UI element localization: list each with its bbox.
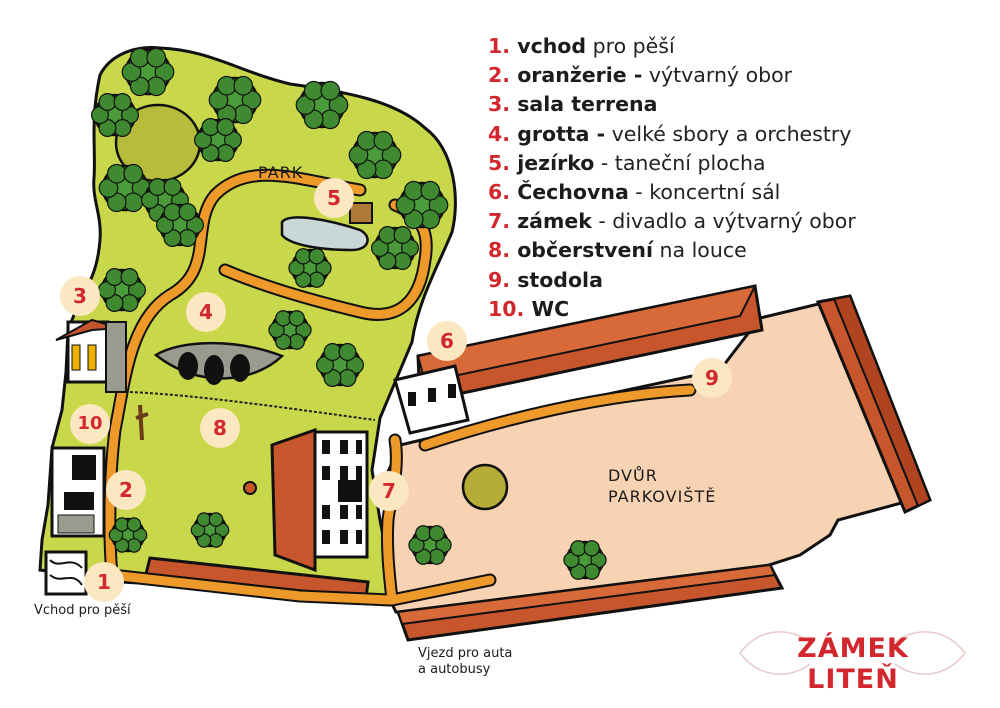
tree-icon — [268, 310, 312, 350]
legend-item: 8. občerstvení na louce — [488, 236, 856, 265]
legend-number: 9. — [488, 267, 518, 292]
castle-building — [243, 427, 369, 573]
entrance-gate — [44, 550, 88, 596]
legend-place: oranžerie - — [517, 63, 643, 88]
marker-4[interactable]: 4 — [186, 292, 226, 332]
park-label: PARK — [258, 163, 304, 182]
legend-item: 4. grotta - velké sbory a orchestry — [488, 120, 856, 149]
map-title: ZÁMEK LITEŇ — [797, 633, 909, 695]
legend-place: stodola — [517, 267, 603, 292]
tree-icon — [371, 226, 420, 270]
legend-item: 1. vchod pro pěší — [488, 32, 856, 61]
courtyard-tree — [461, 463, 509, 511]
legend-place: vchod — [517, 34, 587, 58]
marker-9[interactable]: 9 — [692, 358, 732, 398]
legend-number: 10. — [488, 296, 532, 321]
legend-description: výtvarný obor — [642, 63, 793, 88]
meadow-fence — [129, 391, 376, 421]
legend-item: 6. Čechovna - koncertní sál — [488, 178, 856, 207]
legend-description: - divadlo a výtvarný obor — [591, 209, 856, 234]
legend-number: 4. — [488, 121, 518, 146]
legend-number: 8. — [488, 238, 518, 263]
legend-item: 7. zámek - divadlo a výtvarný obor — [488, 207, 856, 236]
legend-place: Čechovna — [517, 179, 629, 204]
legend-place: občerstvení — [517, 238, 654, 263]
tree-icon — [295, 80, 349, 130]
marker-5[interactable]: 5 — [314, 178, 354, 218]
legend-item: 5. jezírko - taneční plocha — [488, 149, 856, 178]
tree-icon — [288, 248, 332, 288]
trees — [90, 47, 607, 580]
legend-description: - taneční plocha — [594, 150, 766, 175]
legend-number: 2. — [488, 63, 518, 88]
vehicle-entry-label-2: a autobusy — [418, 662, 491, 677]
tree-icon — [395, 180, 449, 230]
marker-1[interactable]: 1 — [84, 562, 124, 602]
marker-10[interactable]: 10 — [70, 404, 110, 444]
tree-icon — [208, 75, 262, 125]
legend-item: 9. stodola — [488, 266, 856, 295]
legend-place: jezírko — [517, 150, 595, 175]
tree-icon — [408, 525, 452, 565]
tree-icon — [108, 517, 148, 553]
marker-7[interactable]: 7 — [369, 471, 409, 511]
marker-6[interactable]: 6 — [427, 321, 467, 361]
legend-item: 3. sala terrena — [488, 90, 856, 119]
orangery-building — [50, 446, 106, 538]
tree-icon — [121, 47, 175, 97]
legend-number: 6. — [488, 179, 518, 204]
legend-item: 2. oranžerie - výtvarný obor — [488, 61, 856, 90]
title-ornament — [739, 631, 966, 675]
tree-icon — [316, 343, 365, 387]
legend-description: velké sbory a orchestry — [605, 121, 852, 146]
tree-icon — [98, 163, 152, 213]
legend-place: sala terrena — [517, 92, 658, 117]
tree-icon — [90, 93, 139, 137]
vehicle-entry-label: Vjezd pro auta — [418, 646, 513, 661]
tree-icon — [348, 130, 402, 180]
legend-description: - koncertní sál — [628, 179, 781, 204]
pedestrian-entrance-label: Vchod pro pěší — [34, 603, 131, 618]
legend-number: 5. — [488, 150, 518, 175]
courtyard-label: DVŮR — [608, 466, 658, 485]
cechovna-building — [393, 364, 470, 435]
legend-item: 10. WC — [488, 295, 856, 324]
tree-icon — [563, 540, 607, 580]
legend-description: pro pěší — [586, 34, 675, 58]
tree-icon — [97, 268, 147, 312]
legend-number: 3. — [488, 92, 518, 117]
marker-3[interactable]: 3 — [60, 276, 100, 316]
legend-place: zámek — [517, 209, 592, 234]
parking-label: PARKOVIŠTĚ — [608, 487, 717, 506]
tree-icon — [194, 118, 243, 162]
tree-icon — [190, 512, 230, 548]
sala-terrena — [55, 318, 127, 393]
legend-place: grotta - — [517, 121, 606, 146]
marker-2[interactable]: 2 — [106, 470, 146, 510]
marker-8[interactable]: 8 — [200, 408, 240, 448]
pavilion-roof — [349, 202, 373, 224]
legend-number: 1. — [488, 34, 518, 58]
legend-place: WC — [531, 296, 570, 321]
tree-icon — [156, 203, 205, 247]
legend-description: na louce — [653, 238, 747, 263]
pond — [280, 216, 369, 252]
legend-number: 7. — [488, 209, 518, 234]
